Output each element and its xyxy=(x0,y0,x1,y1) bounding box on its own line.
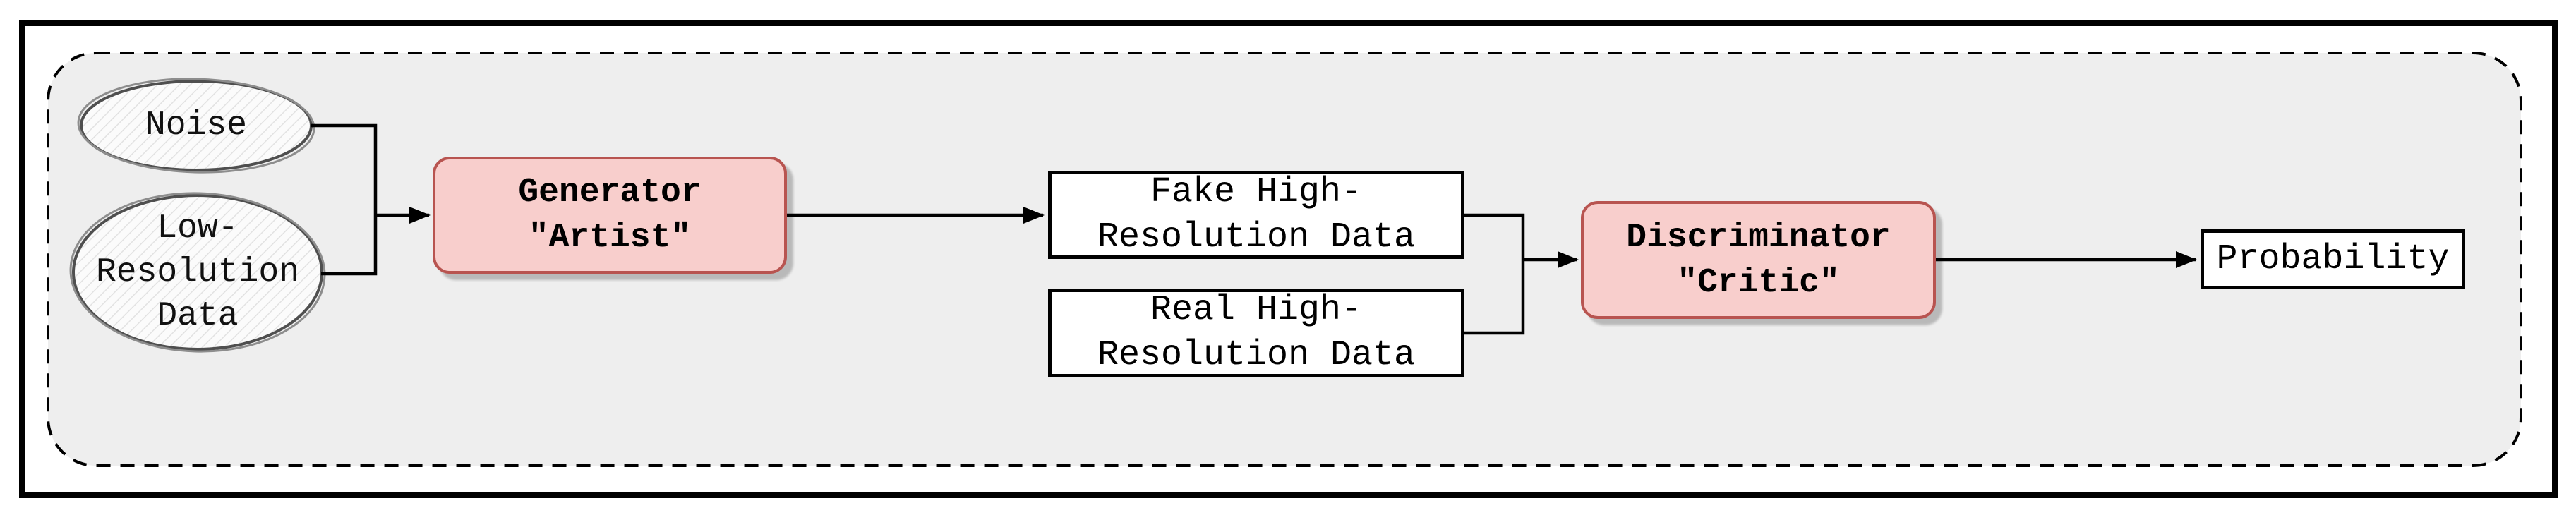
noise-ellipse xyxy=(77,78,315,174)
fake-high-res-label: Fake High- Resolution Data xyxy=(1097,171,1416,258)
noise-node: Noise xyxy=(80,80,313,171)
real-high-res-label: Real High- Resolution Data xyxy=(1097,290,1416,375)
generator-label: Generator "Artist" xyxy=(518,174,702,257)
discriminator-node: Discriminator "Critic" xyxy=(1581,201,1936,319)
real-high-res-node: Real High- Resolution Data xyxy=(1048,289,1464,377)
generator-node: Generator "Artist" xyxy=(433,157,787,274)
probability-label: Probability xyxy=(2216,238,2450,279)
edge-inputs-junction xyxy=(311,123,378,276)
dashed-container xyxy=(47,52,2522,467)
probability-node: Probability xyxy=(2201,229,2465,289)
low-resolution-label: Low- Resolution Data xyxy=(95,210,300,335)
low-resolution-node: Low- Resolution Data xyxy=(72,194,323,351)
fake-high-res-node: Fake High- Resolution Data xyxy=(1048,171,1464,259)
discriminator-label: Discriminator "Critic" xyxy=(1626,218,1891,302)
edge-data-junction xyxy=(1464,213,1525,335)
noise-label: Noise xyxy=(145,107,248,145)
